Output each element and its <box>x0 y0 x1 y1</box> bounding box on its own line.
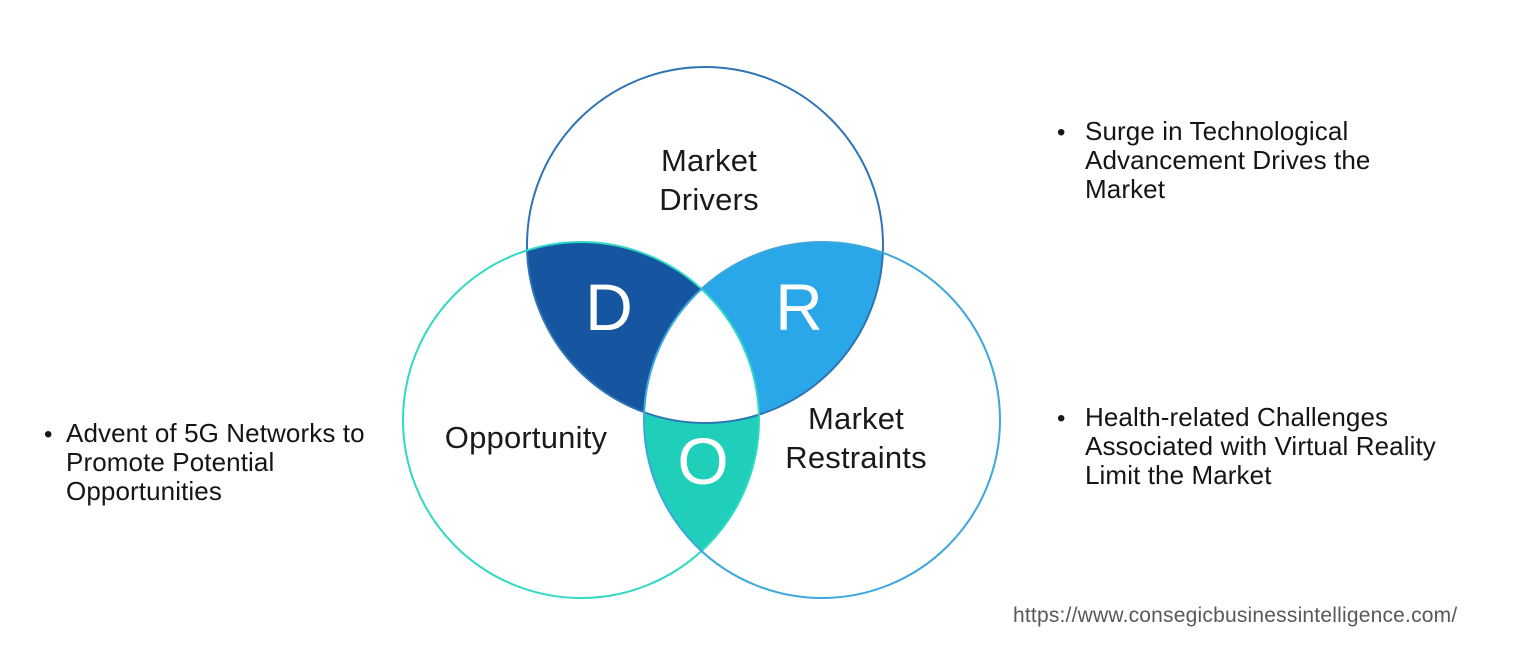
bullet-dot-icon: • <box>1057 119 1066 146</box>
restraint-bullet: • Health-related Challenges Associated w… <box>1057 403 1457 490</box>
letter-d: D <box>585 270 633 344</box>
opportunity-circle <box>402 241 760 599</box>
driver-bullet-text: Surge in Technological Advancement Drive… <box>1085 116 1371 204</box>
source-url: https://www.consegicbusinessintelligence… <box>1013 604 1458 627</box>
bullet-dot-icon: • <box>44 421 53 448</box>
bullet-dot-icon: • <box>1057 405 1066 432</box>
letter-o: O <box>677 424 729 498</box>
driver-bullet: • Surge in Technological Advancement Dri… <box>1057 117 1457 204</box>
drivers-label: Market Drivers <box>659 143 759 217</box>
drivers-circle <box>526 66 884 424</box>
opportunity-label: Opportunity <box>444 420 608 455</box>
restraints-circle <box>643 241 1001 599</box>
restraint-bullet-text: Health-related Challenges Associated wit… <box>1085 402 1436 490</box>
opportunity-bullet: • Advent of 5G Networks to Promote Poten… <box>44 419 374 506</box>
letter-r: R <box>775 270 823 344</box>
restraints-label: Market Restraints <box>785 401 927 475</box>
opportunity-bullet-text: Advent of 5G Networks to Promote Potenti… <box>66 418 365 506</box>
